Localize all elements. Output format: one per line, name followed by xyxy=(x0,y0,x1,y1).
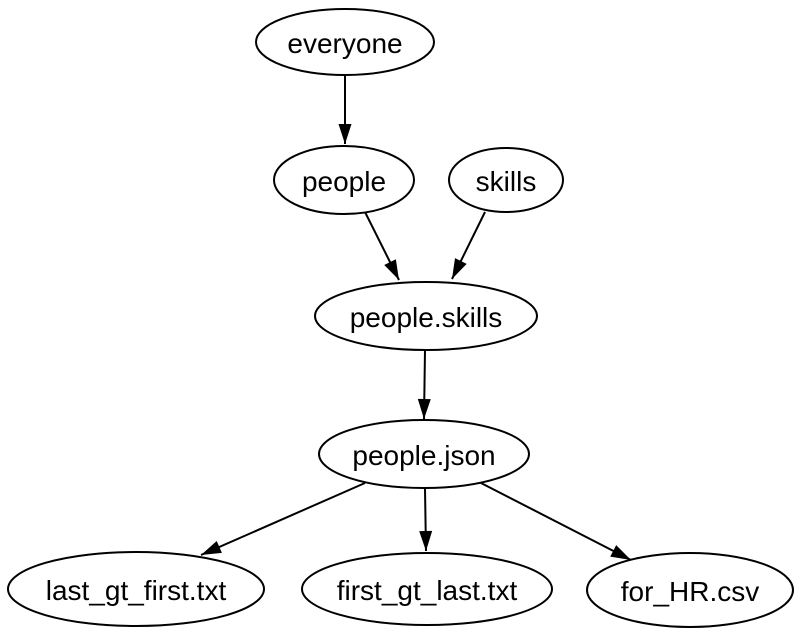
node-for-hr-csv: for_HR.csv xyxy=(586,552,794,628)
node-people-shape xyxy=(273,145,415,215)
edge-people-skills-to-people-json xyxy=(417,349,431,420)
node-people: people xyxy=(273,145,415,215)
node-for-hr-csv-shape xyxy=(586,552,794,628)
node-people-skills-shape xyxy=(314,281,538,351)
node-skills-shape xyxy=(448,147,564,213)
node-people-skills: people.skills xyxy=(314,281,538,351)
node-first-gt-last-txt: first_gt_last.txt xyxy=(301,552,553,626)
node-people-json-shape xyxy=(318,419,530,489)
node-first-gt-last-txt-label: first_gt_last.txt xyxy=(337,575,518,606)
node-skills: skills xyxy=(448,147,564,213)
node-everyone-label: everyone xyxy=(287,28,402,59)
node-people-json-label: people.json xyxy=(352,440,495,471)
node-last-gt-first-txt: last_gt_first.txt xyxy=(7,551,265,627)
node-first-gt-last-txt-shape xyxy=(301,552,553,626)
edge-skills-to-people-skills xyxy=(451,211,486,280)
node-skills-label: skills xyxy=(476,166,537,197)
edge-people-json-to-for-hr xyxy=(480,482,632,561)
edge-group xyxy=(200,75,632,561)
node-people-skills-label: people.skills xyxy=(350,302,503,333)
node-people-label: people xyxy=(302,166,386,197)
node-last-gt-first-txt-label: last_gt_first.txt xyxy=(46,575,227,606)
edge-people-json-to-first-gt-last xyxy=(419,488,433,552)
node-for-hr-csv-label: for_HR.csv xyxy=(621,576,759,607)
node-everyone-shape xyxy=(255,8,435,76)
node-last-gt-first-txt-shape xyxy=(7,551,265,627)
node-people-json: people.json xyxy=(318,419,530,489)
edge-people-to-people-skills xyxy=(364,211,400,281)
node-everyone: everyone xyxy=(255,8,435,76)
edge-people-json-to-last-gt-first xyxy=(200,482,366,556)
